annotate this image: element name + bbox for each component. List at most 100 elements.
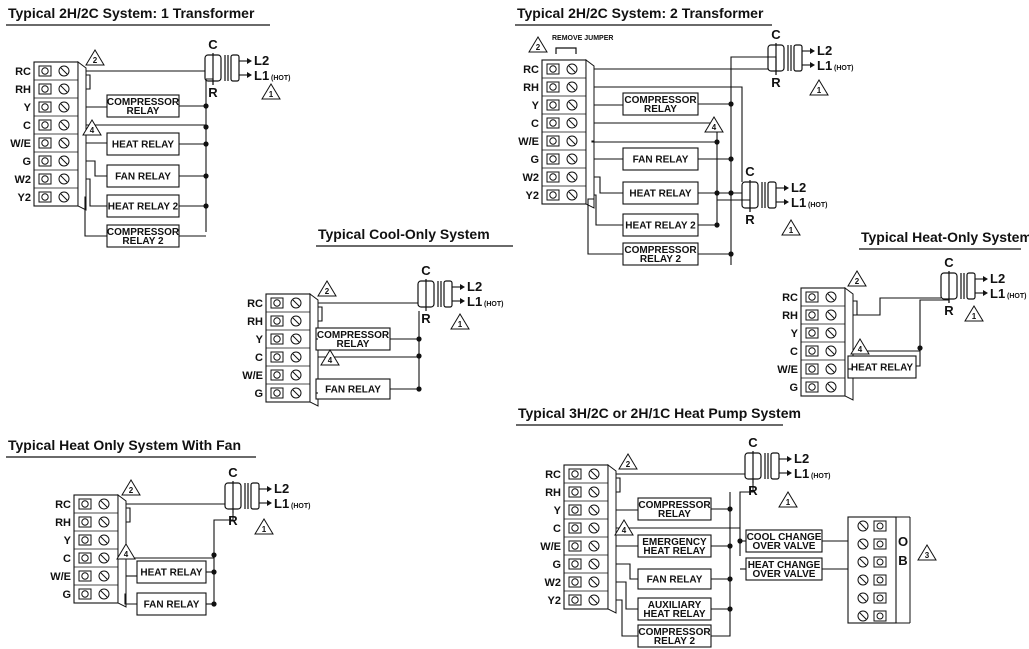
triangle-icon (850, 338, 870, 355)
terminal-screw-icon (876, 576, 884, 584)
terminal-label: W/E (518, 136, 539, 148)
screw-slot (590, 506, 598, 514)
terminal-square (873, 520, 887, 532)
note-triangle: 1 (781, 219, 801, 236)
terminal-square (38, 173, 52, 185)
terminal-label: W/E (50, 571, 71, 583)
terminal-screw-icon (41, 85, 49, 93)
screw-head-icon (290, 369, 302, 381)
terminal-square (568, 522, 582, 534)
triangle-icon (254, 518, 274, 535)
junction-dot (727, 506, 733, 512)
relay-label: HEAT RELAY 2 (625, 221, 696, 232)
relay-label: OVER VALVE (753, 541, 816, 552)
note-number: 1 (269, 90, 274, 99)
junction-dot (203, 124, 209, 130)
screw-slot (60, 67, 68, 75)
note-triangle: 2 (317, 280, 337, 297)
relay-box: HEAT RELAY (847, 355, 917, 379)
terminal-label: W2 (545, 577, 562, 589)
screw-slot (568, 191, 576, 199)
terminal-label: G (530, 154, 539, 166)
screw-head-icon (857, 592, 869, 604)
terminal-label: W/E (540, 541, 561, 553)
screw-head-icon (98, 516, 110, 528)
note-triangle: 4 (320, 349, 340, 366)
terminal-screw-icon (41, 175, 49, 183)
screw-slot (859, 612, 867, 620)
terminal-screw-icon (876, 558, 884, 566)
triangle-icon (917, 544, 937, 561)
terminal-square (78, 570, 92, 582)
screw-head-icon (58, 191, 70, 203)
screw-head-icon (825, 345, 837, 357)
terminal-screw-icon (549, 191, 557, 199)
relay-label: HEAT RELAY (851, 363, 914, 374)
terminal-square (568, 594, 582, 606)
note-number: 1 (789, 226, 794, 235)
terminal-screw-icon (876, 594, 884, 602)
terminal-label: C (255, 352, 263, 364)
terminal-square (78, 498, 92, 510)
terminal-square (38, 191, 52, 203)
terminal-label: W2 (523, 172, 540, 184)
terminal-screw-icon (876, 612, 884, 620)
wire (84, 196, 107, 237)
terminal-label: Y (532, 100, 540, 112)
junction-dot (727, 576, 733, 582)
screw-head-icon (825, 363, 837, 375)
wire (730, 56, 777, 265)
transformer-primary (770, 452, 780, 480)
screw-slot (590, 560, 598, 568)
relay-label: EMERGENCY (642, 537, 707, 548)
terminal-strip-side (585, 59, 595, 209)
terminal-screw-icon (808, 365, 816, 373)
relay-box: FAN RELAY (637, 568, 712, 590)
transformer-c-label: C (944, 255, 954, 270)
note-triangle: 4 (82, 119, 102, 136)
arrow-icon (460, 298, 465, 304)
junction-dot (416, 336, 422, 342)
note-number: 2 (93, 56, 98, 65)
triangle-icon (528, 36, 548, 53)
arrow-icon (983, 276, 988, 282)
note-number: 2 (855, 277, 860, 286)
relay-box: HEAT RELAY (136, 560, 207, 584)
terminal-screw-icon (41, 139, 49, 147)
wire (711, 630, 731, 637)
terminal-square (270, 315, 284, 327)
wire (587, 198, 623, 255)
terminal-screw-icon (549, 119, 557, 127)
arrow-icon (983, 290, 988, 296)
screw-head-icon (825, 327, 837, 339)
terminal-label: C (63, 553, 71, 565)
terminal-label: RC (523, 64, 539, 76)
screw-slot (568, 155, 576, 163)
triangle-icon (847, 270, 867, 287)
junction-dot (203, 173, 209, 179)
terminal-screw-icon (549, 101, 557, 109)
screw-slot (859, 594, 867, 602)
diagram-title: Typical Cool-Only System (318, 226, 490, 242)
junction-dot (727, 543, 733, 549)
terminal-label: RH (782, 310, 798, 322)
transformer-l1-label: L1 (791, 195, 806, 210)
screw-slot (859, 558, 867, 566)
junction-dot (714, 222, 720, 228)
valve-terminal-b: B (898, 553, 907, 568)
triangle-icon (781, 219, 801, 236)
screw-head-icon (588, 468, 600, 480)
terminal-screw-icon (571, 596, 579, 604)
triangle-icon (618, 453, 638, 470)
terminal-label: Y2 (526, 190, 539, 202)
transformer-l2-label: L2 (817, 43, 832, 58)
note-triangle: 4 (850, 338, 870, 355)
diagram-title: Typical 2H/2C System: 1 Transformer (8, 5, 255, 21)
arrow-icon (787, 456, 792, 462)
terminal-square (78, 516, 92, 528)
wire (739, 483, 754, 556)
terminal-screw-icon (808, 293, 816, 301)
